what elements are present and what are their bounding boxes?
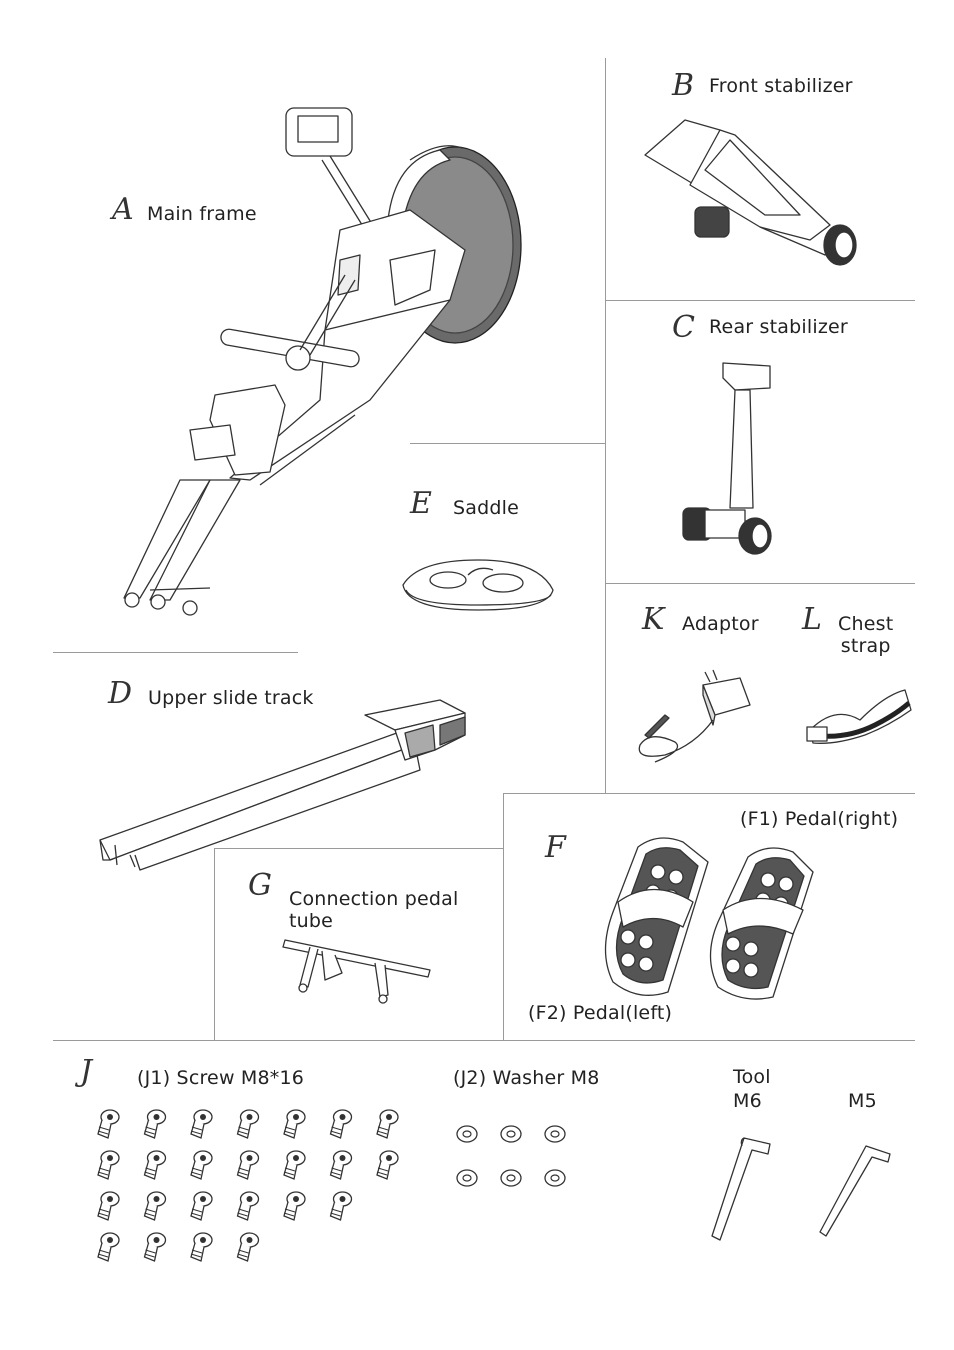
adaptor-drawing bbox=[625, 670, 755, 770]
front-stabilizer-drawing bbox=[640, 115, 870, 275]
pedal-right-shape bbox=[711, 848, 814, 999]
part-letter-c: C bbox=[672, 310, 695, 345]
part-label-chest-strap: Chest strap bbox=[838, 613, 894, 657]
divider-j-top bbox=[53, 1040, 915, 1041]
part-letter-g: G bbox=[248, 868, 272, 903]
washer-icon bbox=[501, 1170, 521, 1186]
screw-icon bbox=[145, 1151, 166, 1179]
washers-drawing bbox=[455, 1122, 575, 1192]
screw-icon bbox=[145, 1110, 166, 1138]
part-letter-a: A bbox=[112, 192, 134, 227]
part-label-washer: (J2) Washer M8 bbox=[453, 1067, 600, 1089]
screw-icon bbox=[238, 1151, 259, 1179]
screw-icon bbox=[191, 1233, 212, 1261]
part-letter-b: B bbox=[672, 68, 695, 103]
part-letter-j: J bbox=[80, 1054, 93, 1089]
screw-icon bbox=[98, 1233, 119, 1261]
screw-icon bbox=[284, 1151, 305, 1179]
screw-icon bbox=[284, 1192, 305, 1220]
part-label-main-frame: Main frame bbox=[147, 203, 257, 225]
screw-icon bbox=[238, 1110, 259, 1138]
pedals-drawing bbox=[598, 832, 828, 1002]
pedal-left-shape bbox=[606, 838, 709, 995]
divider-g-top bbox=[214, 848, 503, 849]
part-label-pedal-left: (F2) Pedal(left) bbox=[528, 1002, 673, 1024]
screw-icon bbox=[191, 1192, 212, 1220]
part-label-connection-pedal-tube: Connection pedal tube bbox=[289, 888, 459, 932]
part-label-adaptor: Adaptor bbox=[682, 613, 759, 635]
divider-a-d bbox=[53, 652, 298, 653]
screw-icon bbox=[98, 1151, 119, 1179]
washer-icon bbox=[545, 1126, 565, 1142]
divider-b-c bbox=[605, 300, 915, 301]
screw-icon bbox=[191, 1110, 212, 1138]
screw-icon bbox=[238, 1233, 259, 1261]
main-frame-drawing bbox=[110, 100, 530, 620]
washer-icon bbox=[545, 1170, 565, 1186]
screw-icon bbox=[331, 1110, 352, 1138]
hex-key-m6-drawing bbox=[712, 1130, 782, 1250]
chest-strap-drawing bbox=[805, 685, 915, 750]
part-label-rear-stabilizer: Rear stabilizer bbox=[709, 316, 848, 338]
divider-f-left bbox=[503, 793, 504, 1040]
divider-c-kl bbox=[605, 583, 915, 584]
divider-g-left bbox=[214, 848, 215, 1040]
part-label-upper-slide-track: Upper slide track bbox=[148, 687, 314, 709]
connection-pedal-tube-drawing bbox=[280, 935, 440, 1010]
part-letter-d: D bbox=[108, 676, 133, 711]
part-label-tool-m5: M5 bbox=[848, 1090, 877, 1112]
screw-icon bbox=[331, 1192, 352, 1220]
rear-stabilizer-drawing bbox=[675, 358, 785, 558]
divider-e-top bbox=[410, 443, 606, 444]
screw-icon bbox=[98, 1192, 119, 1220]
saddle-drawing bbox=[398, 555, 558, 615]
part-label-tool: Tool bbox=[733, 1066, 771, 1088]
hex-key-m5-drawing bbox=[818, 1140, 898, 1240]
part-letter-f: F bbox=[545, 830, 566, 865]
part-letter-l: L bbox=[802, 602, 822, 637]
washer-icon bbox=[457, 1170, 477, 1186]
screw-icon bbox=[145, 1192, 166, 1220]
part-letter-k: K bbox=[642, 602, 665, 637]
upper-slide-track-drawing bbox=[95, 695, 475, 875]
part-letter-e: E bbox=[410, 486, 432, 521]
washer-icon bbox=[457, 1126, 477, 1142]
screw-icon bbox=[145, 1233, 166, 1261]
washer-icon bbox=[501, 1126, 521, 1142]
part-label-front-stabilizer: Front stabilizer bbox=[709, 75, 853, 97]
screw-icon bbox=[331, 1151, 352, 1179]
divider-f-top bbox=[503, 793, 915, 794]
screw-icon bbox=[98, 1110, 119, 1138]
screw-icon bbox=[238, 1192, 259, 1220]
screw-icon bbox=[377, 1151, 398, 1179]
screw-icon bbox=[377, 1110, 398, 1138]
part-label-saddle: Saddle bbox=[453, 497, 519, 519]
screw-icon bbox=[284, 1110, 305, 1138]
screws-drawing bbox=[90, 1102, 400, 1262]
divider-vertical-right bbox=[605, 58, 606, 793]
part-label-pedal-right: (F1) Pedal(right) bbox=[740, 808, 899, 830]
screw-icon bbox=[191, 1151, 212, 1179]
part-label-screw: (J1) Screw M8*16 bbox=[137, 1067, 305, 1089]
part-label-tool-m6: M6 bbox=[733, 1090, 762, 1112]
